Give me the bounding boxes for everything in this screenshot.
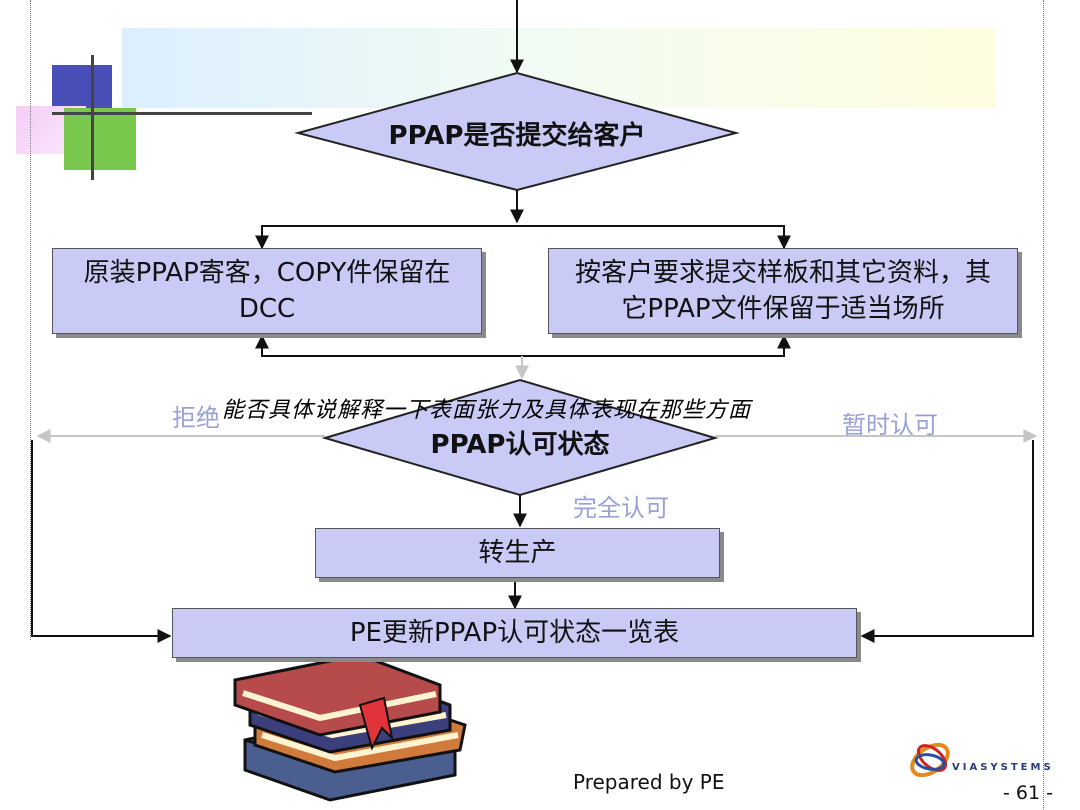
box-original-to-customer-text: 原装PPAP寄客，COPY件保留在DCC <box>83 258 451 324</box>
arrow-reject-to-update <box>31 440 172 643</box>
box-original-to-customer: 原装PPAP寄客，COPY件保留在DCC <box>52 248 482 334</box>
decor-green-square <box>64 108 136 170</box>
books-illustration <box>233 653 467 802</box>
margin-dotted-left <box>30 0 31 640</box>
box-update-status-list: PE更新PPAP认可状态一览表 <box>172 608 857 658</box>
decor-line-vertical <box>91 55 94 180</box>
box-submit-samples: 按客户要求提交样板和其它资料，其它PPAP文件保留于适当场所 <box>548 248 1018 334</box>
logo-text: VIASYSTEMS <box>952 762 1054 773</box>
decor-line-horizontal <box>52 112 312 115</box>
decision-submit-diamond <box>294 71 740 192</box>
label-reject: 拒绝 <box>172 404 220 432</box>
footer-prepared-by: Prepared by PE <box>573 770 725 794</box>
box-to-production: 转生产 <box>315 528 720 578</box>
box-update-status-list-text: PE更新PPAP认可状态一览表 <box>349 618 680 648</box>
decision-status-text: PPAP认可状态 <box>430 430 610 460</box>
decision-submit-text: PPAP是否提交给客户 <box>388 121 646 151</box>
viasystems-logo-icon <box>910 742 950 778</box>
page-number: - 61 - <box>1003 782 1053 804</box>
arrow-temp-to-update <box>860 440 1034 643</box>
decision-status-diamond <box>321 378 719 497</box>
margin-dotted-right <box>1043 0 1044 810</box>
label-temporary-approval: 暂时认可 <box>842 411 938 439</box>
box-to-production-text: 转生产 <box>478 538 557 568</box>
label-full-approval: 完全认可 <box>573 494 669 522</box>
overlay-note: 能否具体说解释一下表面张力及具体表现在那些方面 <box>222 398 752 423</box>
box-submit-samples-text: 按客户要求提交样板和其它资料，其它PPAP文件保留于适当场所 <box>574 258 991 324</box>
